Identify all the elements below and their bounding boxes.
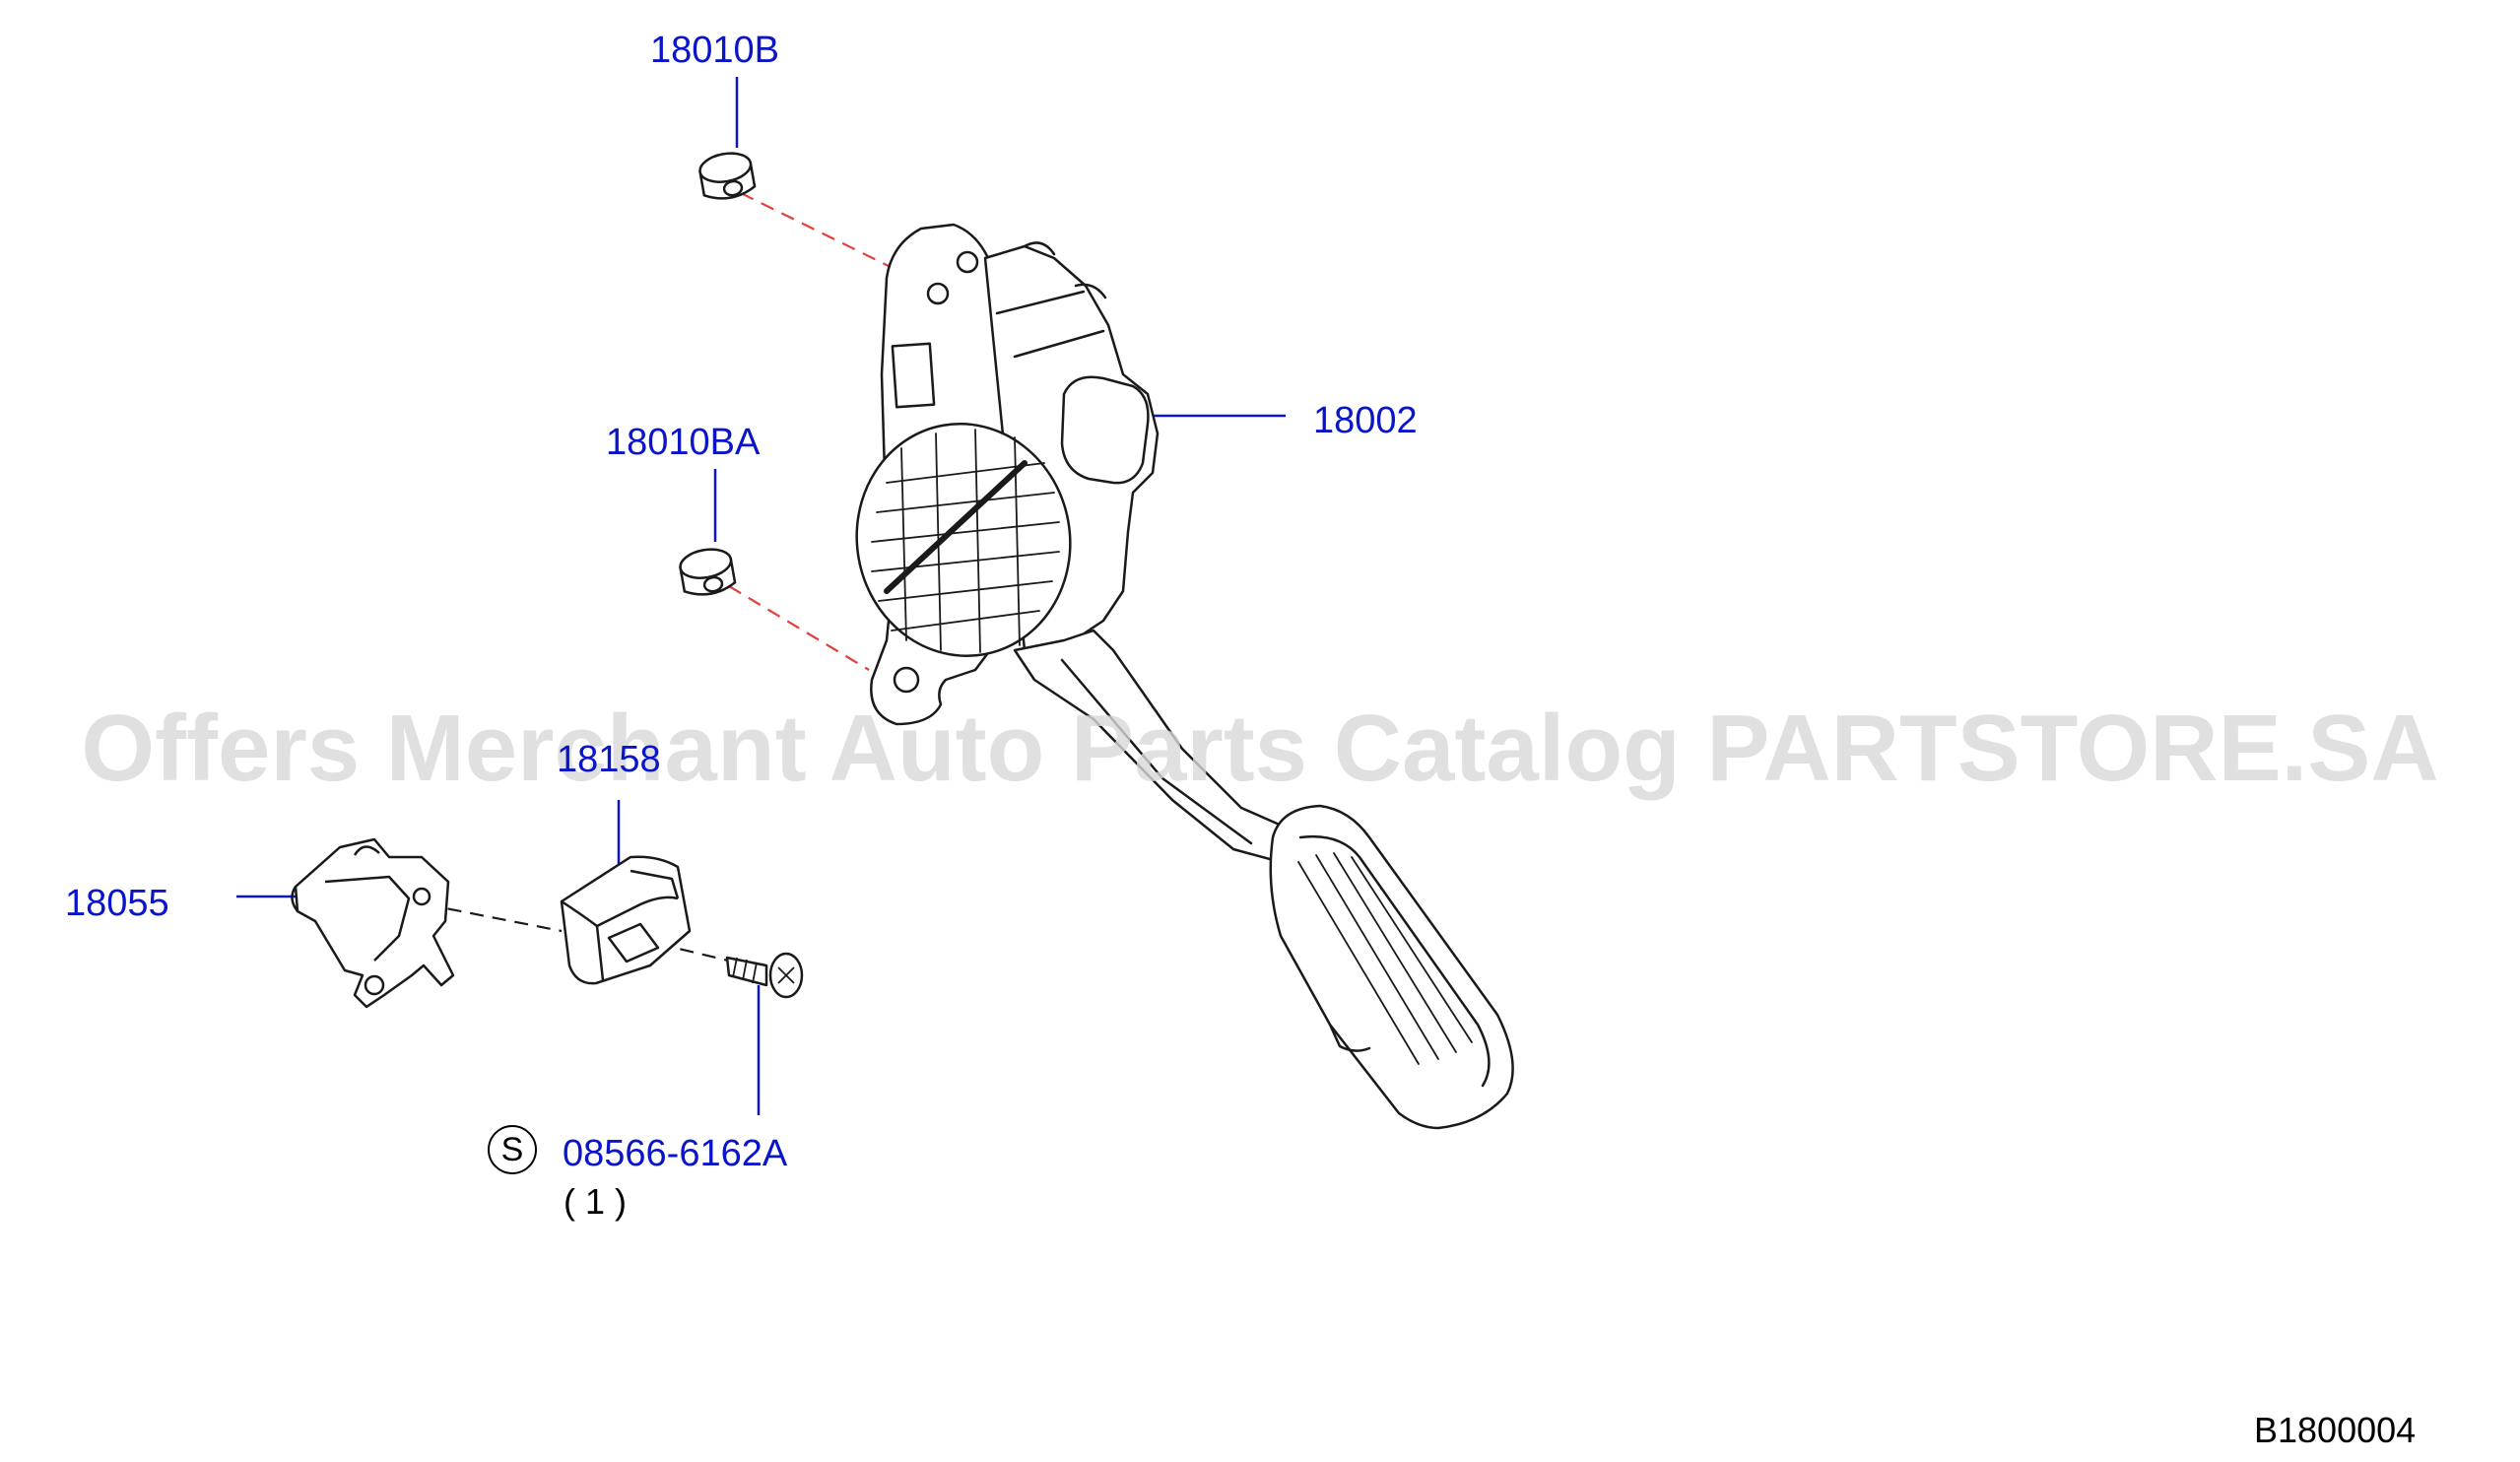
pedal-pad	[1269, 804, 1514, 1130]
diagram-code: B1800004	[2254, 1410, 2417, 1450]
leader-lines	[236, 77, 1286, 1115]
pedal-stopper-18158[interactable]	[560, 855, 692, 985]
dash-clip-stopper	[425, 902, 563, 933]
sensor-hatching	[871, 429, 1060, 653]
part-label-18158[interactable]: 18158	[557, 739, 661, 780]
nut-18010ba[interactable]	[678, 546, 737, 598]
nut-18010b[interactable]	[697, 150, 757, 202]
pedal-pad-ribs	[1297, 852, 1473, 1065]
accelerator-pedal-18002[interactable]	[838, 223, 1514, 1130]
bracket-hole-1	[926, 282, 950, 305]
pedal-arm	[1013, 629, 1293, 864]
standard-part-badge: S	[488, 1125, 537, 1174]
part-label-18010ba[interactable]: 18010BA	[606, 422, 761, 463]
part-label-18055[interactable]: 18055	[65, 883, 169, 924]
assembly-lines	[425, 192, 890, 967]
bracket-hole-2	[956, 250, 979, 274]
sensor-connector	[1060, 375, 1150, 485]
part-label-18010b[interactable]: 18010B	[650, 30, 780, 71]
bracket-hole-3	[893, 666, 920, 694]
bracket-window	[891, 342, 936, 409]
clip-18055[interactable]	[291, 837, 455, 1009]
part-label-18002[interactable]: 18002	[1313, 400, 1418, 441]
part-label-08566-6162a[interactable]: 08566-6162A	[563, 1133, 788, 1174]
dash-nut-top	[740, 192, 890, 267]
screw-08566-6162a[interactable]	[725, 952, 804, 999]
dash-nut-bottom	[728, 585, 870, 671]
part-quantity: ( 1 )	[564, 1181, 628, 1222]
